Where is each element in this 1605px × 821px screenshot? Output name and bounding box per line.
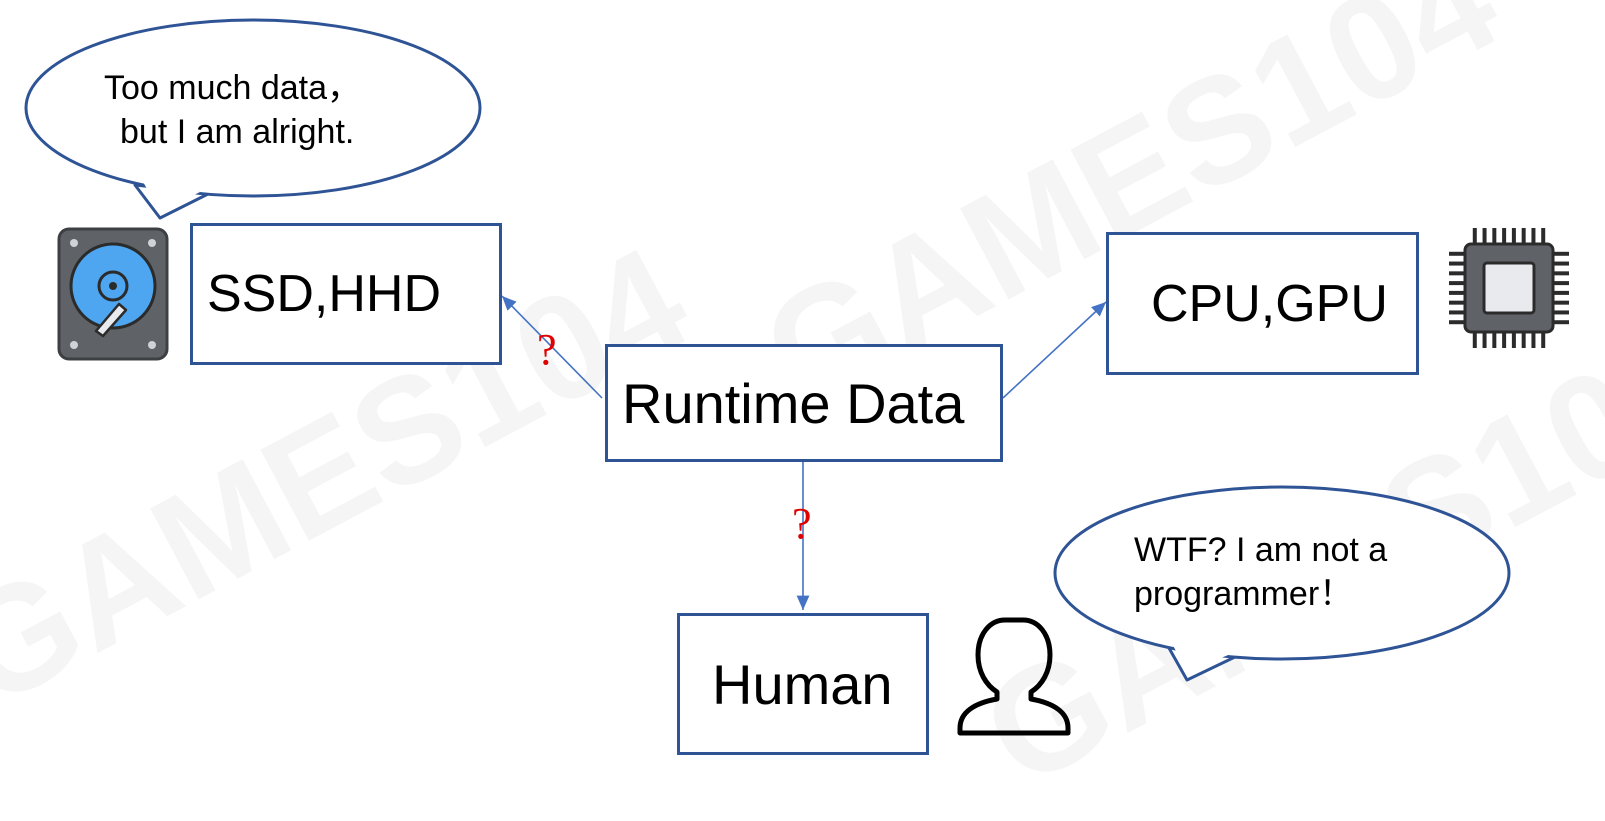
hard-drive-icon — [57, 227, 169, 361]
arrow-runtime-to-compute — [1002, 301, 1107, 399]
cpu-pin — [1531, 228, 1536, 244]
cpu-pin — [1511, 332, 1516, 348]
node-label: Runtime Data — [622, 371, 965, 435]
cpu-pin — [1502, 228, 1507, 244]
cpu-pin — [1553, 320, 1569, 325]
cpu-pin — [1449, 300, 1465, 305]
cpu-pin — [1449, 251, 1465, 256]
cpu-pin — [1502, 332, 1507, 348]
cpu-pin — [1553, 300, 1569, 305]
cpu-pin — [1449, 320, 1465, 325]
cpu-pin — [1541, 228, 1546, 244]
cpu-pin — [1482, 228, 1487, 244]
cpu-pin — [1449, 310, 1465, 315]
node-human: Human — [677, 613, 929, 755]
cpu-pin — [1553, 281, 1569, 286]
bubble-line: Too much data， — [104, 69, 362, 107]
cpu-pin — [1521, 332, 1526, 348]
cpu-pin — [1521, 228, 1526, 244]
cpu-pin — [1472, 332, 1477, 348]
node-label: Human — [712, 652, 893, 716]
person-icon — [957, 617, 1071, 736]
diagram-canvas — [24, 18, 1569, 736]
cpu-pin — [1449, 281, 1465, 286]
cpu-pin — [1553, 251, 1569, 256]
cpu-pin — [1472, 228, 1477, 244]
speech-bubble-storage — [24, 18, 482, 220]
cpu-pin — [1553, 310, 1569, 315]
cpu-chip-icon — [1449, 228, 1569, 348]
cpu-pin — [1492, 228, 1497, 244]
node-label: SSD,HHD — [207, 265, 442, 323]
cpu-pin — [1482, 332, 1487, 348]
question-mark-storage-edge: ? — [537, 325, 557, 374]
arrow-runtime-to-storage — [501, 295, 603, 399]
cpu-pin — [1553, 271, 1569, 276]
cpu-pin — [1553, 261, 1569, 266]
bubble-text-human: WTF? I am not a programmer！ — [1134, 528, 1464, 616]
cpu-pin — [1449, 261, 1465, 266]
cpu-pin — [1541, 332, 1546, 348]
cpu-pin — [1449, 290, 1465, 295]
bubble-line: but I am alright. — [120, 113, 355, 151]
cpu-pin — [1492, 332, 1497, 348]
node-runtime-data: Runtime Data — [605, 344, 1003, 462]
speech-bubble-human — [1053, 485, 1511, 682]
cpu-pin — [1449, 271, 1465, 276]
cpu-pin — [1511, 228, 1516, 244]
bubble-text-storage: Too much data， but I am alright. — [104, 66, 424, 154]
cpu-pin — [1553, 290, 1569, 295]
bubble-line: WTF? I am not a — [1134, 531, 1388, 569]
node-label: CPU,GPU — [1151, 274, 1388, 333]
node-storage: SSD,HHD — [190, 223, 502, 365]
bubble-line: programmer！ — [1134, 575, 1354, 613]
question-mark-human-edge: ? — [792, 499, 812, 548]
cpu-pin — [1531, 332, 1536, 348]
node-compute: CPU,GPU — [1106, 232, 1419, 375]
